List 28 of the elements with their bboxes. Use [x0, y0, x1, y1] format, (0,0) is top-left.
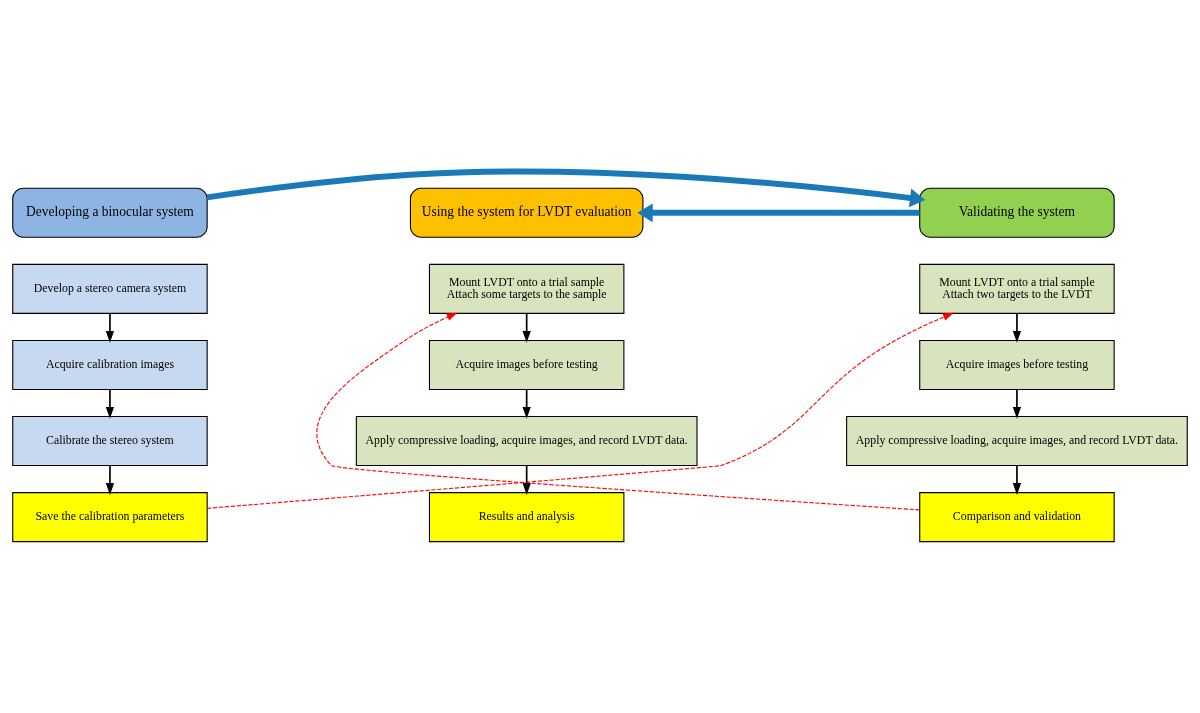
node-box: Developing a binocular system	[12, 187, 208, 238]
node-box: Calibrate the stereo system	[12, 415, 208, 467]
node-box: Apply compressive loading, acquire images, and record LVDT data.	[846, 415, 1188, 467]
node-box: Acquire calibration images	[12, 339, 208, 391]
node-box: Acquire images before testing	[428, 339, 625, 391]
arrow	[1012, 312, 1022, 343]
arrow	[206, 312, 954, 509]
node-box: Mount LVDT onto a trial sample Attach some targets to the sample	[428, 263, 625, 314]
node-box: Validating the system	[919, 187, 1115, 238]
arrow	[522, 388, 531, 419]
arrow	[1012, 464, 1022, 495]
node-box: Comparison and validation	[919, 492, 1115, 543]
node-box: Apply compressive loading, acquire images, and record LVDT data.	[355, 415, 698, 467]
arrow	[522, 464, 531, 495]
arrow	[105, 464, 115, 495]
node-box: Save the calibration parameters	[12, 492, 208, 543]
node-box: Develop a stereo camera system	[12, 263, 208, 314]
node-box: Mount LVDT onto a trial sample Attach two targets to the LVDT	[919, 263, 1115, 314]
arrow	[637, 203, 920, 223]
arrow	[105, 312, 115, 343]
arrow	[206, 168, 926, 208]
arrow	[105, 388, 115, 419]
node-box: Results and analysis	[428, 492, 625, 543]
node-box: Using the system for LVDT evaluation	[409, 187, 644, 238]
arrow	[316, 312, 921, 511]
arrow	[522, 312, 531, 343]
arrow	[1012, 388, 1022, 419]
node-box: Acquire images before testing	[919, 339, 1115, 391]
